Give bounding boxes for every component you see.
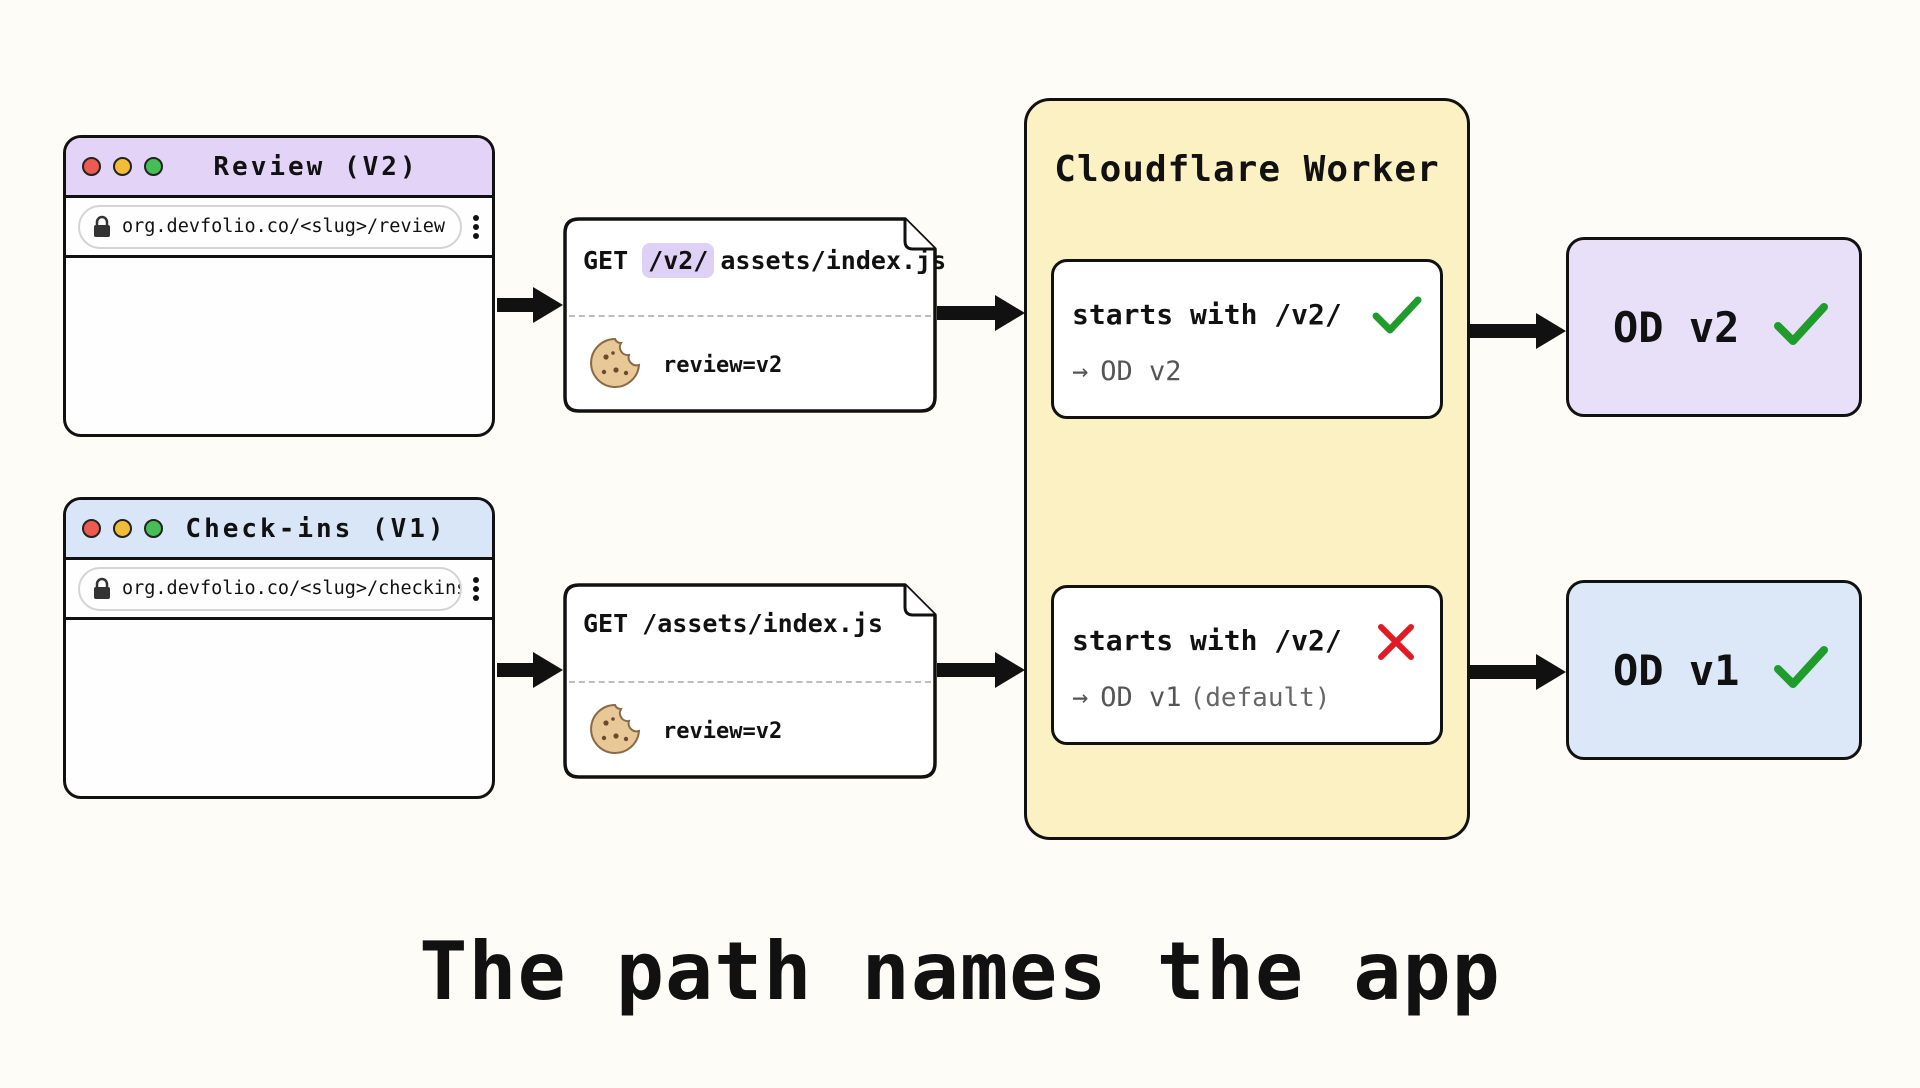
- maximize-window-button[interactable]: [144, 157, 163, 176]
- arrow-worker-to-od-v2: [1470, 313, 1566, 349]
- arrow-browser2-to-request2: [497, 652, 563, 688]
- rule-target: OD v1: [1100, 682, 1182, 713]
- request-line: GET /assets/index.js: [583, 609, 883, 638]
- close-window-button[interactable]: [82, 157, 101, 176]
- target-label: OD v1: [1613, 645, 1740, 695]
- arrow-request2-to-worker: [937, 652, 1025, 688]
- target-od-v2: OD v2: [1566, 237, 1862, 417]
- minimize-window-button[interactable]: [113, 519, 132, 538]
- cookie-value: review=v2: [663, 352, 783, 378]
- arrow-icon: →: [1072, 682, 1089, 713]
- browser-titlebar: Check-ins (V1): [66, 500, 492, 560]
- request-line: GET /v2/ assets/index.js: [583, 243, 946, 278]
- cloudflare-worker: Cloudflare Worker starts with /v2/ → OD v…: [1024, 98, 1470, 840]
- target-od-v1: OD v1: [1566, 580, 1862, 760]
- check-icon: [1773, 643, 1829, 695]
- arrow-icon: →: [1072, 356, 1089, 387]
- cookie-icon: [589, 337, 641, 393]
- address-bar: org.devfolio.co/<slug>/review: [66, 198, 492, 258]
- url-field[interactable]: org.devfolio.co/<slug>/checkins: [78, 566, 462, 611]
- cookie-value: review=v2: [663, 718, 783, 744]
- diagram-caption: The path names the app: [419, 925, 1501, 1018]
- lock-icon: [92, 215, 112, 239]
- browser-window-review: Review (V2) org.devfolio.co/<slug>/revie…: [63, 135, 495, 437]
- lock-icon: [92, 577, 112, 601]
- divider: [569, 315, 931, 317]
- target-label: OD v2: [1613, 302, 1740, 352]
- http-method: GET: [583, 246, 629, 275]
- check-icon: [1773, 300, 1829, 352]
- cookie-row: review=v2: [589, 703, 782, 759]
- kebab-menu-icon[interactable]: [472, 576, 480, 602]
- cross-icon: [1376, 622, 1416, 666]
- request-path: /assets/index.js: [642, 609, 883, 638]
- default-note: (default): [1189, 683, 1331, 713]
- request-card-v1: GET /assets/index.js review=v2: [563, 583, 937, 779]
- divider: [569, 681, 931, 683]
- arrow-worker-to-od-v1: [1470, 654, 1566, 690]
- rule-target: OD v2: [1100, 356, 1182, 387]
- path-prefix-highlight: /v2/: [642, 243, 715, 278]
- maximize-window-button[interactable]: [144, 519, 163, 538]
- arrow-browser1-to-request1: [497, 287, 563, 323]
- rule-condition: starts with /v2/: [1072, 298, 1342, 331]
- request-path: assets/index.js: [720, 246, 947, 275]
- rule-result: → OD v2: [1072, 356, 1182, 387]
- cookie-row: review=v2: [589, 337, 782, 393]
- browser-title: Check-ins (V1): [185, 513, 447, 544]
- request-card-v2: GET /v2/ assets/index.js review=v2: [563, 217, 946, 413]
- close-window-button[interactable]: [82, 519, 101, 538]
- kebab-menu-icon[interactable]: [472, 214, 480, 240]
- cookie-icon: [589, 703, 641, 759]
- minimize-window-button[interactable]: [113, 157, 132, 176]
- url-text: org.devfolio.co/<slug>/review: [122, 216, 446, 237]
- address-bar: org.devfolio.co/<slug>/checkins: [66, 560, 492, 620]
- browser-title: Review (V2): [213, 151, 419, 182]
- arrow-request1-to-worker: [937, 295, 1025, 331]
- rule-condition: starts with /v2/: [1072, 624, 1342, 657]
- url-text: org.devfolio.co/<slug>/checkins: [122, 578, 462, 599]
- url-field[interactable]: org.devfolio.co/<slug>/review: [78, 204, 462, 249]
- browser-window-checkins: Check-ins (V1) org.devfolio.co/<slug>/ch…: [63, 497, 495, 799]
- browser-titlebar: Review (V2): [66, 138, 492, 198]
- rule-result: → OD v1(default): [1072, 682, 1330, 713]
- http-method: GET: [583, 609, 629, 638]
- routing-rule-default: starts with /v2/ → OD v1(default): [1051, 585, 1443, 745]
- routing-rule-match: starts with /v2/ → OD v2: [1051, 259, 1443, 419]
- worker-title: Cloudflare Worker: [1054, 149, 1440, 190]
- check-icon: [1372, 294, 1422, 340]
